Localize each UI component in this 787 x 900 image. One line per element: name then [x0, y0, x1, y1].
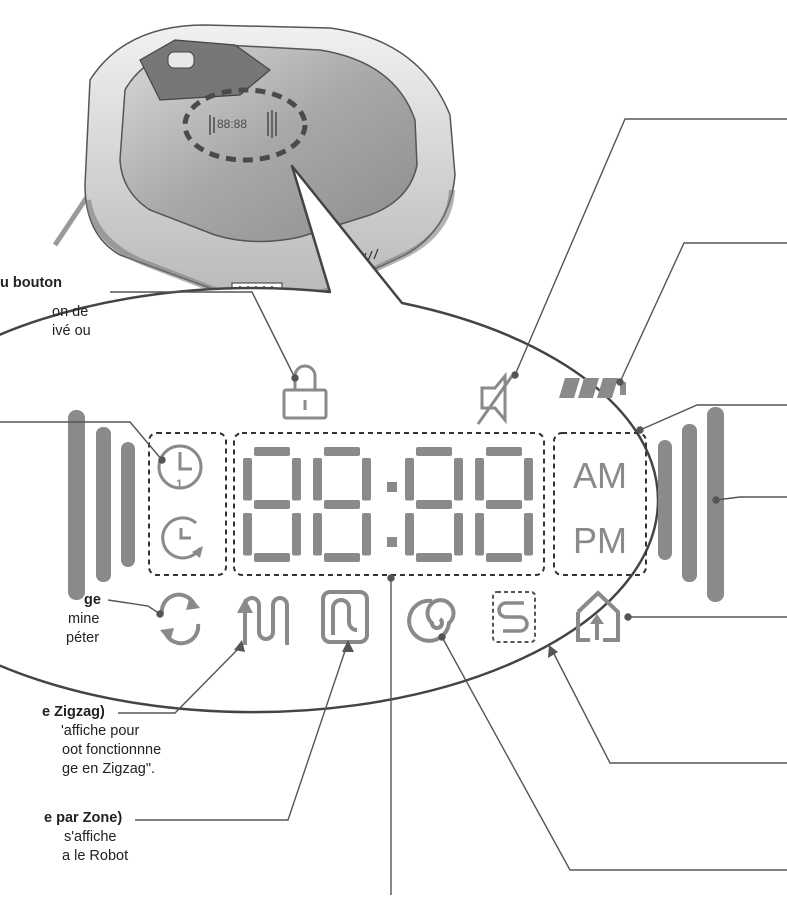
leader-lines [0, 118, 787, 895]
am-label: AM [573, 455, 627, 496]
lock-icon [282, 364, 328, 420]
callout-lock: u bouton on de ivé ou [0, 275, 91, 339]
clock-digit-1-segment-a [324, 447, 360, 456]
clock-digit-1-segment-g [324, 500, 360, 509]
clock-digit-1-segment-b [362, 458, 371, 501]
am-pm-group: AM PM [553, 432, 647, 576]
clock-digit-2-segment-d [416, 553, 452, 562]
callout-repeat: ge mine péter [66, 592, 101, 646]
clock-digit-2-segment-b [454, 458, 463, 501]
home-return-icon [576, 590, 620, 642]
robot-vacuum-illustration: 88:88 [52, 24, 456, 301]
timer-digit: 1 [176, 477, 183, 491]
spiral-mode-icon [407, 598, 456, 643]
clock-digit-3-segment-f [475, 458, 484, 501]
clock-digit-1-segment-e [313, 513, 322, 556]
repeat-cleaning-icon [159, 592, 201, 646]
pm-label: PM [573, 520, 627, 561]
clock-digit-0-segment-d [254, 553, 290, 562]
left-signal-bars [68, 410, 135, 600]
clock-digit-3-segment-b [524, 458, 533, 501]
clock-digit-1-segment-c [362, 513, 371, 556]
reservation-timer-icon [157, 444, 203, 490]
timer-icon-group: 1 [148, 432, 227, 576]
clock-digit-0-segment-e [243, 513, 252, 556]
clock-digit-0-segment-a [254, 447, 290, 456]
clock-digit-2-segment-e [405, 513, 414, 556]
clock-digit-3-segment-c [524, 513, 533, 556]
clock-digit-3-segment-d [486, 553, 522, 562]
clock-digit-0-segment-g [254, 500, 290, 509]
repeat-timer-icon [161, 516, 203, 560]
clock-digit-1-segment-f [313, 458, 322, 501]
clock-digit-3-segment-a [486, 447, 522, 456]
clock-digit-2-segment-a [416, 447, 452, 456]
callout-zigzag: e Zigzag) 'affiche pour oot fonctionnne … [42, 704, 162, 777]
clock-digit-0-segment-f [243, 458, 252, 501]
zone-mode-icon [321, 590, 369, 644]
clock-digit-2-segment-f [405, 458, 414, 501]
battery-icon [559, 378, 626, 398]
clock-digit-0-segment-c [292, 513, 301, 556]
clock-digit-3-segment-g [486, 500, 522, 509]
mute-speaker-icon [476, 371, 514, 425]
callout-zone: e par Zone) s'affiche a le Robot [44, 810, 129, 864]
clock-digit-3-segment-e [475, 513, 484, 556]
robot-panel-digits: 88:88 [217, 117, 247, 131]
clock-digit-2-segment-g [416, 500, 452, 509]
clock-digit-2-segment-c [454, 513, 463, 556]
clock-digit-1-segment-d [324, 553, 360, 562]
clock-digit-0-segment-b [292, 458, 301, 501]
clock-digit-group [233, 432, 545, 576]
learning-mode-icon [492, 591, 536, 643]
zigzag-mode-icon [237, 596, 289, 645]
right-signal-bars [658, 407, 724, 602]
